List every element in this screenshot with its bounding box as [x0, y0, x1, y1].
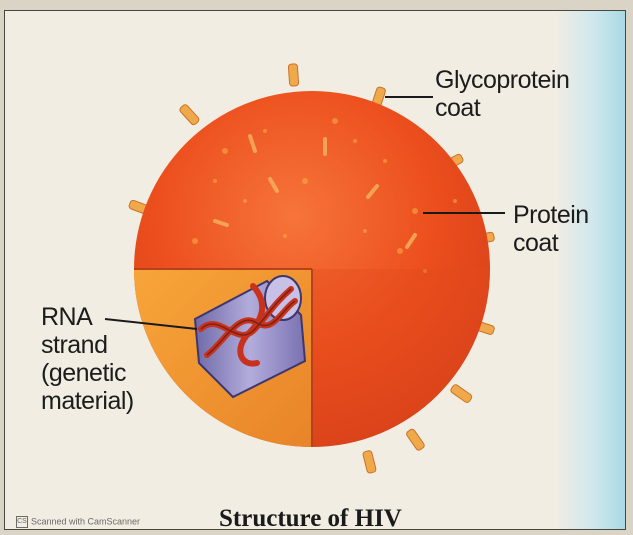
watermark-text: Scanned with CamScanner — [31, 516, 140, 526]
label-rna-strand: RNA strand (genetic material) — [41, 303, 134, 415]
figure-caption: Structure of HIV — [219, 505, 402, 530]
camscanner-logo-icon: CS — [16, 516, 28, 528]
cutaway-shadow — [312, 269, 490, 447]
label-glycoprotein-coat: Glycoprotein coat — [435, 66, 569, 122]
figure-frame: Glycoprotein coat Protein coat RNA stran… — [4, 10, 626, 530]
label-protein-coat: Protein coat — [513, 201, 589, 257]
